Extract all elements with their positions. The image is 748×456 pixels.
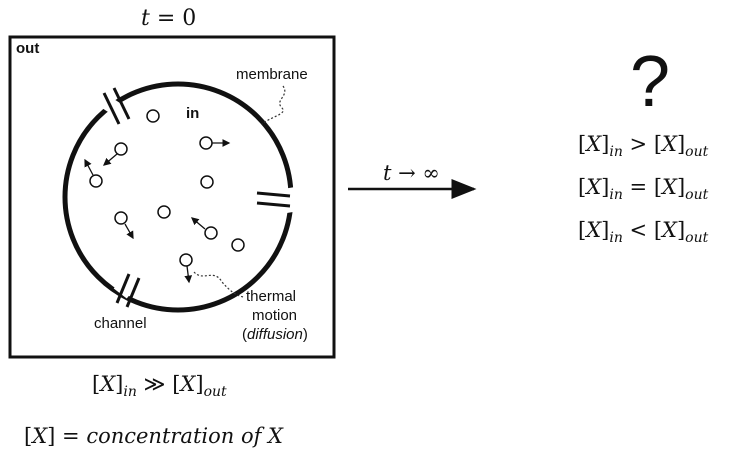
motion-arrow — [191, 217, 206, 230]
channel-label: channel — [94, 315, 147, 332]
channel-right — [256, 186, 300, 214]
molecule — [204, 226, 218, 240]
initial-relation: [X]in ≫ [X]out — [92, 372, 227, 400]
thermal-leader — [193, 271, 245, 298]
time-zero-label: t = 0 — [141, 6, 196, 31]
motion-arrow — [124, 223, 134, 240]
option-less: [X]in < [X]out — [578, 218, 709, 246]
concentration-definition: [X] = concentration of X — [24, 424, 284, 448]
time-limit-label: t → ∞ — [383, 161, 440, 185]
option-greater: [X]in > [X]out — [578, 132, 709, 160]
cell-membrane — [62, 81, 294, 313]
molecule — [231, 238, 245, 252]
channel-top-left — [97, 87, 131, 125]
motion-arrow — [184, 265, 193, 284]
out-label: out — [16, 40, 39, 57]
thermal-label-line2: motion — [252, 307, 297, 324]
molecule — [200, 175, 214, 189]
molecule — [146, 109, 160, 123]
molecules — [89, 109, 245, 267]
membrane-label: membrane — [236, 66, 308, 83]
molecule — [157, 205, 171, 219]
outside-region-box — [8, 35, 336, 359]
molecule — [114, 142, 128, 156]
motion-arrows — [84, 139, 231, 284]
motion-arrow — [84, 158, 94, 176]
molecule — [114, 211, 128, 225]
channel-bottom-left — [113, 273, 141, 308]
thermal-label-line1: thermal — [246, 288, 296, 305]
membrane-leader — [261, 85, 286, 125]
in-label: in — [186, 105, 199, 122]
molecule — [179, 253, 193, 267]
molecule — [89, 174, 103, 188]
motion-arrow — [103, 153, 118, 166]
question-mark: ? — [630, 42, 670, 122]
molecule — [199, 136, 213, 150]
option-equal: [X]in = [X]out — [578, 175, 709, 203]
thermal-label-line3: (diffusion) — [242, 326, 308, 343]
